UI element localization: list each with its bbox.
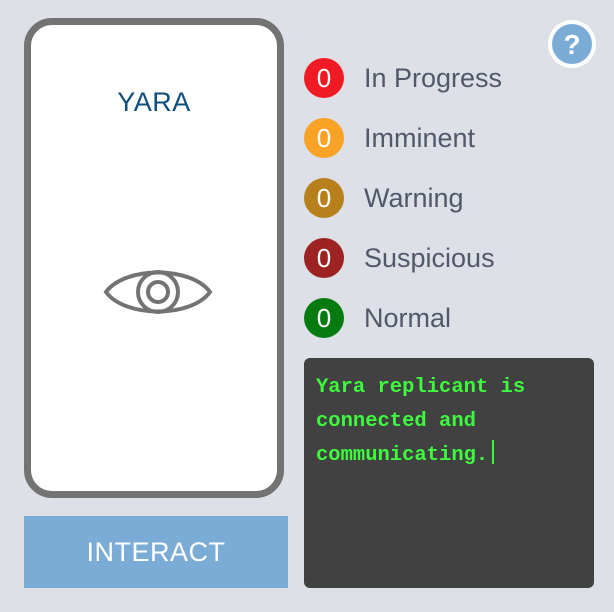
replicant-card: YARA bbox=[24, 18, 284, 498]
status-label: Warning bbox=[364, 182, 464, 213]
status-imminent: 0 Imminent bbox=[304, 118, 475, 158]
status-in-progress: 0 In Progress bbox=[304, 58, 502, 98]
status-label: Imminent bbox=[364, 122, 476, 153]
console-line: Yara replicant is bbox=[316, 376, 526, 399]
status-count-badge: 0 bbox=[304, 58, 344, 98]
console-line: connected and bbox=[316, 410, 476, 433]
help-symbol: ? bbox=[563, 29, 580, 60]
console-output: Yara replicant is connected and communic… bbox=[304, 358, 594, 588]
console-text: Yara replicant is connected and communic… bbox=[316, 371, 582, 473]
status-warning: 0 Warning bbox=[304, 178, 464, 218]
replicant-name: YARA bbox=[117, 87, 191, 117]
status-label: Normal bbox=[364, 302, 452, 333]
status-normal: 0 Normal bbox=[304, 298, 451, 338]
question-circle-icon[interactable]: ? bbox=[546, 18, 598, 70]
status-count-badge: 0 bbox=[304, 298, 344, 338]
console-line: communicating. bbox=[316, 444, 489, 467]
status-count-badge: 0 bbox=[304, 178, 344, 218]
interact-button[interactable]: INTERACT bbox=[24, 516, 288, 588]
status-count-badge: 0 bbox=[304, 238, 344, 278]
eye-icon bbox=[103, 270, 213, 314]
status-label: In Progress bbox=[364, 62, 503, 93]
status-label: Suspicious bbox=[364, 242, 495, 273]
status-suspicious: 0 Suspicious bbox=[304, 238, 495, 278]
status-count-badge: 0 bbox=[304, 118, 344, 158]
text-cursor bbox=[492, 440, 495, 464]
